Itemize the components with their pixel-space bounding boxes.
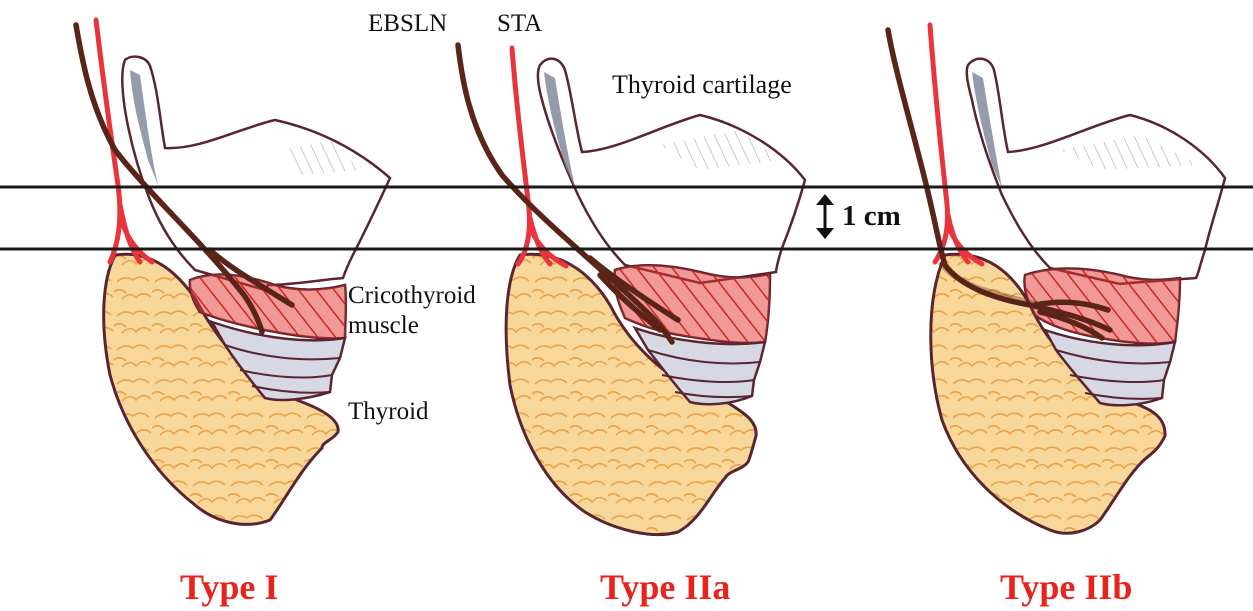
sta-label: STA bbox=[497, 10, 542, 39]
panel-type-iia bbox=[458, 45, 805, 535]
thyroid-cartilage bbox=[122, 57, 390, 290]
thyroid-label: Thyroid bbox=[348, 398, 429, 427]
title-type-iib: Type IIb bbox=[1000, 566, 1132, 608]
thyroid-cartilage-label: Thyroid cartilage bbox=[612, 70, 792, 100]
cricothyroid-label-line1: Cricothyroid bbox=[348, 282, 476, 311]
title-type-i: Type I bbox=[180, 566, 278, 608]
cricothyroid-label-line2: muscle bbox=[348, 312, 419, 341]
distance-arrow bbox=[816, 194, 834, 239]
title-type-iia: Type IIa bbox=[600, 566, 730, 608]
distance-label: 1 cm bbox=[842, 200, 901, 233]
ebsln-label: EBSLN bbox=[368, 10, 447, 39]
panel-type-i bbox=[76, 20, 390, 524]
panel-type-iib bbox=[888, 25, 1225, 533]
